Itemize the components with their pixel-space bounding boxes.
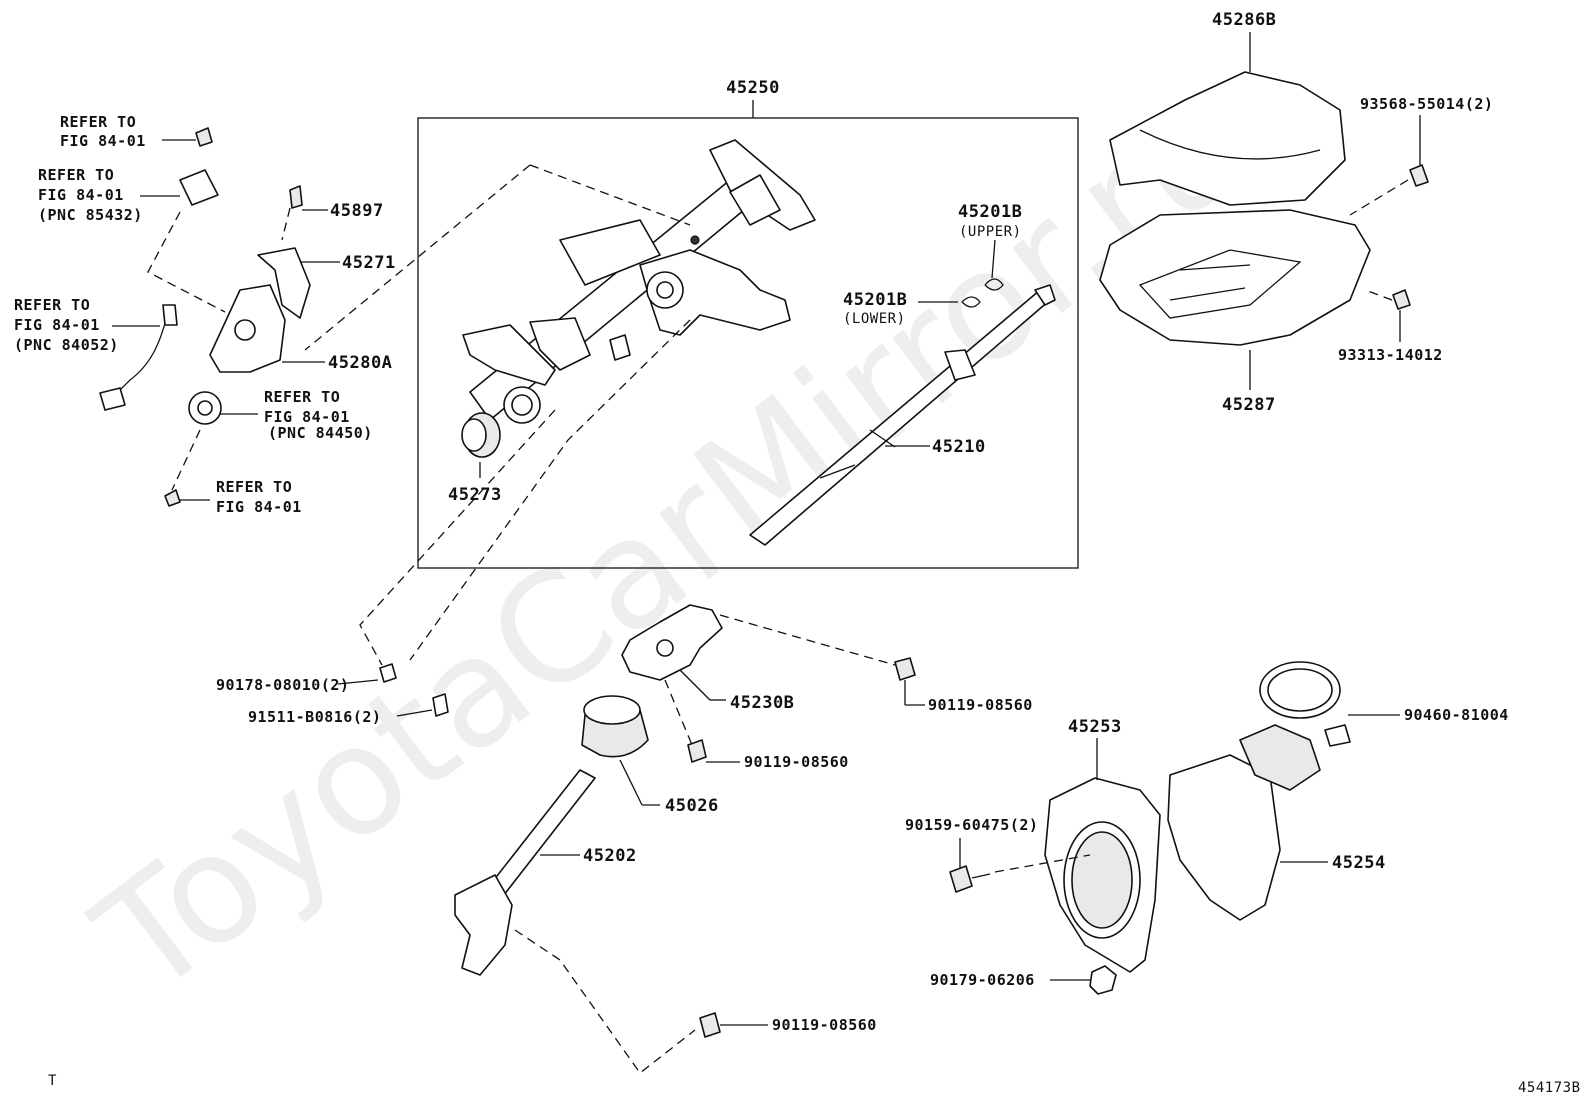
bearing-45273	[461, 412, 501, 478]
bolt-45897	[289, 185, 303, 209]
boot-45254	[1167, 754, 1281, 921]
refer-3-line1: REFER TO	[14, 296, 90, 314]
refer-3-line3: (PNC 84052)	[14, 336, 119, 354]
refer-5-line2: FIG 84-01	[216, 498, 302, 516]
label-45230B: 45230B	[730, 693, 794, 713]
label-45897: 45897	[330, 201, 384, 221]
label-45273: 45273	[448, 485, 502, 505]
figure-code: 454173B	[1518, 1080, 1581, 1096]
yoke-45202	[454, 874, 513, 976]
screw-icon	[195, 127, 213, 147]
bolt-90119-b	[687, 739, 707, 763]
label-45026: 45026	[665, 796, 719, 816]
bolt-91511	[432, 693, 449, 717]
label-90119-b: 90119-08560	[744, 753, 849, 771]
label-45287: 45287	[1222, 395, 1276, 415]
label-90460: 90460-81004	[1404, 706, 1509, 724]
label-90178: 90178-08010(2)	[216, 676, 349, 694]
label-90119-a: 90119-08560	[928, 696, 1033, 714]
wire-harness	[114, 311, 169, 396]
label-93313: 93313-14012	[1338, 346, 1443, 364]
refer-5-line1: REFER TO	[216, 478, 292, 496]
column-tube	[462, 139, 816, 424]
label-90159: 90159-60475(2)	[905, 816, 1038, 834]
label-45254: 45254	[1332, 853, 1386, 873]
main-shaft-45210	[749, 284, 1056, 546]
label-91511: 91511-B0816(2)	[248, 708, 381, 726]
label-90119-c: 90119-08560	[772, 1016, 877, 1034]
refer-2-line1: REFER TO	[38, 166, 114, 184]
nut-90178	[379, 663, 397, 683]
hole-cover-group: 45253 90460-81004 45254 90159-60475(2) 9…	[905, 661, 1509, 995]
bolt-90119-a	[894, 657, 916, 681]
snap-ring-lower	[961, 296, 981, 308]
label-45253: 45253	[1068, 717, 1122, 737]
bracket-45271	[257, 247, 311, 319]
screw-icon	[164, 489, 181, 507]
assembly-frame	[417, 117, 1079, 569]
joint-45230B	[621, 604, 723, 681]
left-refer-group: REFER TO FIG 84-01 REFER TO FIG 84-01 (P…	[14, 113, 396, 516]
refer-2-line2: FIG 84-01	[38, 186, 124, 204]
refer-4-line3: (PNC 84450)	[268, 424, 373, 442]
refer-3-line2: FIG 84-01	[14, 316, 100, 334]
bolt-90159	[949, 865, 973, 893]
label-45201B-lower: 45201B	[843, 290, 907, 310]
label-45280A: 45280A	[328, 353, 392, 373]
label-upper: (UPPER)	[959, 224, 1022, 240]
label-45202: 45202	[583, 846, 637, 866]
lower-cover-45287	[1099, 209, 1371, 346]
bolt-90119-c	[699, 1012, 721, 1038]
label-45286B: 45286B	[1212, 10, 1276, 30]
intermediate-shaft-group: 90178-08010(2) 91511-B0816(2) 45230B 901…	[216, 319, 1033, 1074]
refer-1-line2: FIG 84-01	[60, 132, 146, 150]
screw-93313	[1392, 289, 1411, 310]
sensor-icon	[179, 169, 219, 206]
label-90179: 90179-06206	[930, 971, 1035, 989]
screw-93568	[1409, 164, 1429, 187]
refer-1-line1: REFER TO	[60, 113, 136, 131]
upper-cover-45286B	[1109, 71, 1346, 206]
steering-column-assembly: 45250 45273	[304, 78, 1079, 569]
label-45210: 45210	[932, 437, 986, 457]
label-45201B-upper: 45201B	[958, 202, 1022, 222]
refer-4-line2: FIG 84-01	[264, 408, 350, 426]
column-cover-group: 45286B 45287 93568-55014(2) 93313-14012	[1099, 10, 1493, 415]
refer-2-line3: (PNC 85432)	[38, 206, 143, 224]
refer-4-line1: REFER TO	[264, 388, 340, 406]
label-lower: (LOWER)	[843, 311, 906, 327]
label-45271: 45271	[342, 253, 396, 273]
snap-ring-upper	[984, 278, 1004, 291]
corner-mark: T	[48, 1073, 57, 1089]
label-45250: 45250	[726, 78, 780, 98]
nut-90179	[1089, 965, 1117, 995]
label-93568: 93568-55014(2)	[1360, 95, 1493, 113]
shaft-45202	[485, 769, 596, 901]
connector-icon	[99, 387, 126, 411]
